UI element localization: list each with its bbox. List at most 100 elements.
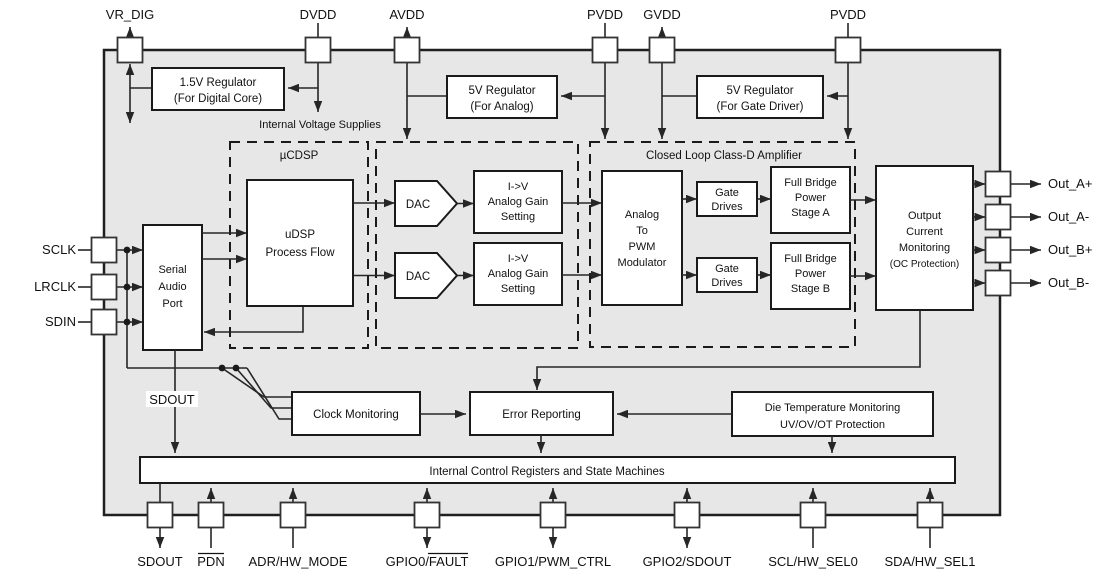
junction-dot — [232, 364, 240, 372]
right-pins: Out_A+ Out_A- Out_B+ Out_B- — [973, 170, 1092, 297]
sap-line2: Audio — [158, 281, 186, 293]
pin-sdin — [90, 308, 118, 336]
pin-label-lrclk: LRCLK — [34, 279, 76, 294]
regulator-analog-line1: 5V Regulator — [468, 85, 535, 97]
pin-gpio1-pwm-ctrl — [539, 501, 567, 529]
junction-dot — [123, 246, 131, 254]
pin-gpio2-sdout — [673, 501, 701, 529]
pin-lrclk — [90, 273, 118, 301]
left-pins: SCLK LRCLK SDIN — [34, 236, 143, 336]
regulator-gate-line1: 5V Regulator — [726, 85, 793, 97]
wire — [235, 367, 292, 409]
ocm-box — [875, 165, 974, 311]
pin-label-out-b-minus: Out_B- — [1048, 275, 1089, 290]
registers-bar-label: Internal Control Registers and State Mac… — [429, 466, 664, 478]
registers-bar — [139, 456, 956, 484]
serial-audio-port-box — [142, 224, 203, 351]
pin-sda-hw-sel1 — [916, 501, 944, 529]
pin-adr-hw-mode — [279, 501, 307, 529]
regulator-digital-box — [151, 67, 285, 111]
internal-voltage-supplies-label: Internal Voltage Supplies — [259, 119, 381, 131]
sdout-internal-label: SDOUT — [149, 392, 195, 407]
wire — [246, 367, 292, 420]
stage-a-line2: Power — [795, 192, 827, 204]
regulator-analog-box — [446, 75, 558, 119]
pwm-modulator-box — [601, 170, 683, 306]
top-supply-wires — [125, 23, 853, 139]
gain-a-line1: I->V — [508, 181, 529, 193]
pin-label-out-b-plus: Out_B+ — [1048, 242, 1092, 257]
wire-ocm-to-error — [532, 310, 921, 390]
mod-line1: Analog — [625, 209, 659, 221]
ocm-line3: Monitoring — [899, 242, 950, 254]
stage-b-line1: Full Bridge — [784, 253, 837, 265]
pin-label-sclk: SCLK — [42, 242, 76, 257]
udsp-line1: uDSP — [285, 229, 315, 241]
die-temp-box — [731, 391, 934, 437]
mod-line4: Modulator — [618, 257, 667, 269]
pin-dvdd — [304, 36, 332, 64]
ocm-line2: Current — [906, 226, 943, 238]
regulator-gate-line2: (For Gate Driver) — [717, 101, 804, 113]
ucdsp-region — [229, 141, 369, 349]
sap-line3: Port — [162, 298, 182, 310]
regulator-digital-line1: 1.5V Regulator — [180, 77, 257, 89]
gain-b-line1: I->V — [508, 253, 529, 265]
junction-dot — [123, 283, 131, 291]
gd-a-line1: Gate — [715, 187, 739, 199]
gain-a-line2: Analog Gain — [488, 196, 549, 208]
pin-out-b-plus — [984, 236, 1012, 264]
stage-a-line3: Stage A — [791, 207, 830, 219]
pin-pdn — [197, 501, 225, 529]
error-reporting-box — [469, 391, 614, 436]
gain-b-line3: Setting — [501, 283, 535, 295]
wire — [221, 367, 292, 398]
pin-label-pvdd-1: PVDD — [587, 7, 623, 22]
gain-a-box — [473, 170, 563, 234]
pin-label-gpio2-sdout: GPIO2/SDOUT — [643, 554, 732, 569]
clock-monitoring-box — [291, 391, 421, 436]
gd-a-line2: Drives — [711, 201, 743, 213]
junction-dot — [123, 318, 131, 326]
error-reporting-label: Error Reporting — [502, 409, 581, 421]
dac-a-box — [394, 180, 459, 227]
pin-vr-dig — [116, 36, 144, 64]
pin-out-a-plus — [984, 170, 1012, 198]
pin-pvdd-1 — [591, 36, 619, 64]
die-temp-line2: UV/OV/OT Protection — [780, 419, 885, 431]
pin-out-a-minus — [984, 203, 1012, 231]
ucdsp-region-label: µCDSP — [280, 150, 319, 162]
pin-avdd — [393, 36, 421, 64]
pin-sdout-bottom — [146, 501, 174, 529]
gain-a-line3: Setting — [501, 211, 535, 223]
dac-b-label: DAC — [406, 271, 430, 283]
pin-label-sdout-bottom: SDOUT — [137, 554, 183, 569]
regulator-analog-line2: (For Analog) — [470, 101, 533, 113]
pin-label-avdd: AVDD — [389, 7, 424, 22]
pin-label-gpio0-fault: GPIO0/FAULT — [386, 554, 469, 569]
stage-b-line3: Stage B — [791, 283, 830, 295]
pin-label-pvdd-2: PVDD — [830, 7, 866, 22]
mod-line3: PWM — [629, 241, 656, 253]
pin-label-out-a-plus: Out_A+ — [1048, 176, 1092, 191]
mod-line2: To — [636, 225, 648, 237]
gd-b-line2: Drives — [711, 277, 743, 289]
pin-gvdd — [648, 36, 676, 64]
junction-dot — [218, 364, 226, 372]
udsp-line2: Process Flow — [265, 247, 335, 259]
wire-udsp-feedback — [204, 306, 304, 337]
stage-a-line1: Full Bridge — [784, 177, 837, 189]
die-temp-line1: Die Temperature Monitoring — [765, 402, 901, 414]
top-pins: VR_DIG DVDD AVDD PVDD GVDD PVDD — [106, 7, 866, 64]
stage-a-box — [770, 166, 851, 234]
clock-signal-bundle — [123, 246, 292, 420]
bottom-pins: SDOUT PDN ADR/HW_MODE GPIO0/FAULT GPIO1/… — [137, 483, 976, 569]
pin-scl-hw-sel0 — [799, 501, 827, 529]
pin-label-sda-hw-sel1: SDA/HW_SEL1 — [884, 554, 975, 569]
ocm-line1: Output — [908, 210, 941, 222]
pin-label-scl-hw-sel0: SCL/HW_SEL0 — [768, 554, 858, 569]
dac-b-box — [394, 252, 459, 299]
pin-sclk — [90, 236, 118, 264]
